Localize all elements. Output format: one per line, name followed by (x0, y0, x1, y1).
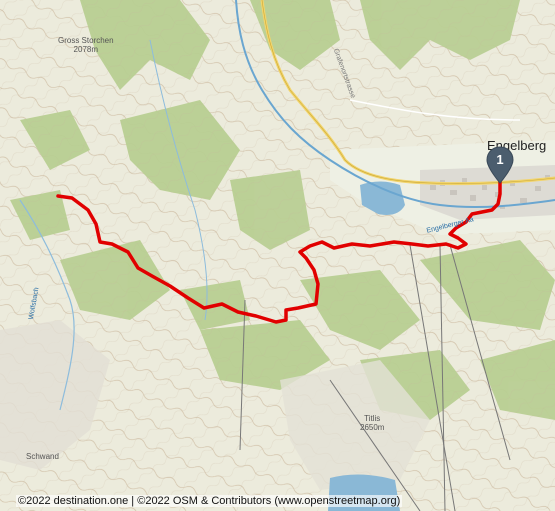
route-start-marker[interactable]: 1 (485, 146, 515, 184)
river (235, 0, 555, 209)
peak-alt-se: 2650m (360, 423, 385, 432)
valley-label-sw: Schwand (26, 452, 59, 461)
hiking-route[interactable] (56, 176, 502, 324)
road-side (349, 99, 521, 121)
lift-lines (239, 244, 511, 511)
marker-number: 1 (496, 152, 504, 167)
peak-name-se: Titlis (364, 414, 381, 423)
peak-name-nw: Gross Storchen (58, 36, 114, 45)
peak-label-se: Titlis 2650m (360, 414, 384, 432)
peak-alt-nw: 2078m (73, 45, 99, 54)
map-pin-icon (486, 146, 514, 184)
rock-area-s (280, 360, 430, 490)
peak-label-nw: Gross Storchen 2078m (58, 36, 114, 54)
stream-west (19, 199, 75, 411)
lake (360, 181, 405, 215)
map-attribution[interactable]: ©2022 destination.one | ©2022 OSM & Cont… (16, 495, 403, 507)
rock-area-sw (0, 320, 110, 470)
stream-centre (149, 39, 208, 321)
